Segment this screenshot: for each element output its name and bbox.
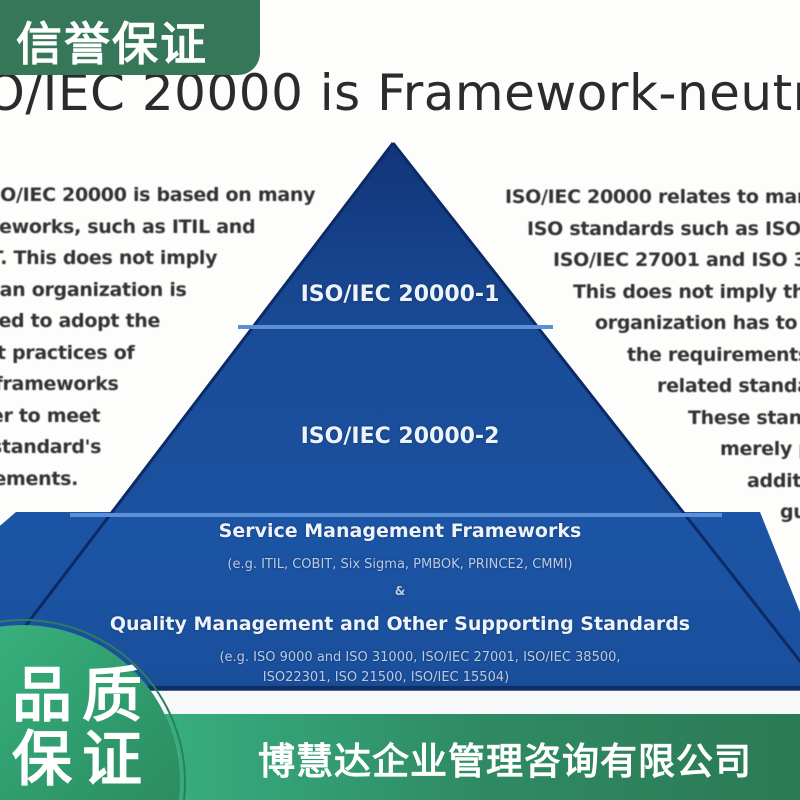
quality-guarantee-line-1: 品质 — [12, 661, 152, 731]
right-paragraph-line: related standards. — [657, 375, 800, 397]
reputation-guarantee-label: 信誉保证 — [16, 17, 208, 71]
right-paragraph-line: organization has to fulfil — [595, 312, 800, 334]
left-paragraph-line: that an organization is — [0, 278, 187, 301]
left-paragraph-line: ISO/IEC 20000 is based on many — [0, 184, 316, 206]
quality-guarantee-label: 品质 保证 — [12, 664, 152, 792]
right-paragraph-line: guidance. — [780, 501, 800, 523]
right-paragraph-line: These standards — [688, 406, 800, 429]
left-paragraph-line: the standard's — [0, 436, 102, 458]
left-paragraph-line: COBIT. This does not imply — [0, 247, 218, 269]
pyramid-level-4-title: Quality Management and Other Supporting … — [109, 613, 691, 635]
pyramid-level-3-title: Service Management Frameworks — [218, 520, 582, 542]
pyramid-level-1-label: ISO/IEC 20000-1 — [300, 282, 500, 307]
right-paragraph-line: ISO/IEC 20000 relates to many — [505, 186, 800, 208]
right-paragraph-line: additional — [747, 469, 800, 492]
pyramid-level-4-subtitle-line-1: (e.g. ISO 9000 and ISO 31000, ISO/IEC 27… — [219, 650, 621, 665]
right-paragraph-line: ISO standards such as ISO 9001, — [527, 217, 800, 240]
right-paragraph-line: This does not imply that an — [573, 280, 800, 303]
left-paragraph: ISO/IEC 20000 is based on many framework… — [0, 180, 315, 495]
right-paragraph-line: ISO/IEC 27001 and ISO 31000. — [553, 249, 800, 271]
pyramid-ampersand: & — [394, 584, 406, 598]
right-paragraph-line: the requirements of — [627, 343, 800, 366]
left-paragraph-line: in order to meet — [0, 404, 101, 427]
left-paragraph-line: these frameworks — [0, 373, 119, 395]
pyramid-level-2-label: ISO/IEC 20000-2 — [300, 424, 500, 449]
left-paragraph-line: frameworks, such as ITIL and — [0, 215, 256, 238]
left-paragraph-line: requirements. — [0, 467, 79, 490]
quality-guarantee-line-2: 保证 — [12, 725, 152, 795]
right-paragraph: ISO/IEC 20000 relates to many ISO standa… — [505, 182, 800, 529]
pyramid-level-4-subtitle-line-2: ISO22301, ISO 21500, ISO/IEC 15504) — [262, 670, 510, 685]
pyramid-level-3-subtitle: (e.g. ITIL, COBIT, Six Sigma, PMBOK, PRI… — [227, 557, 573, 572]
right-paragraph-line: merely provide — [720, 438, 800, 460]
reputation-guarantee-badge: 信誉保证 — [0, 0, 260, 75]
left-paragraph-line: required to adopt the — [0, 310, 161, 332]
company-name: 博慧达企业管理咨询有限公司 — [258, 740, 752, 783]
left-paragraph-line: best practices of — [0, 341, 135, 364]
